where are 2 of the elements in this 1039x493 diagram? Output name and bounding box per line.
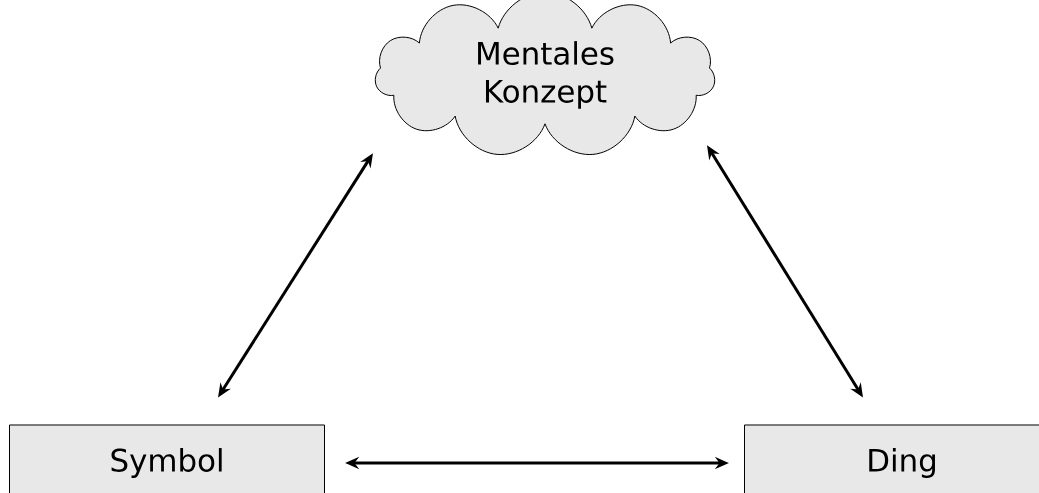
box: Symbol xyxy=(9,424,325,493)
box: Ding xyxy=(744,424,1039,493)
